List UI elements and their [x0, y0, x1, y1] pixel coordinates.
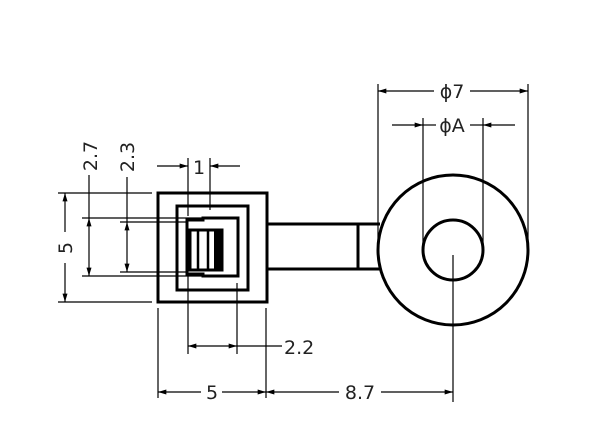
inner-housing: [175, 204, 250, 292]
dim-inner-diameter: ϕA: [392, 115, 515, 250]
dim-height-2-7: 2.7: [80, 141, 203, 277]
label-height-2-3: 2.3: [117, 142, 139, 172]
dim-width-5: 5: [157, 308, 267, 404]
dim-length-8-7: 8.7: [266, 382, 453, 404]
ring: [376, 173, 530, 402]
dim-width-1: 1: [157, 157, 240, 216]
label-length-8-7: 8.7: [345, 382, 375, 404]
dim-width-2-2: 2.2: [187, 276, 314, 359]
label-width-1: 1: [193, 157, 205, 179]
dim-height-5: 5: [55, 192, 152, 303]
label-width-2-2: 2.2: [284, 337, 314, 359]
dim-height-2-3: 2.3: [117, 142, 187, 273]
label-height-2-7: 2.7: [80, 141, 102, 171]
dim-outer-diameter: ϕ7: [377, 81, 529, 250]
label-outer-diameter: ϕ7: [440, 81, 465, 103]
label-width-5: 5: [206, 382, 218, 404]
connector-body: [156, 191, 269, 304]
pin-contact: [214, 230, 222, 270]
label-inner-diameter: ϕA: [439, 115, 465, 137]
shaft: [267, 222, 380, 271]
outer-housing: [156, 191, 269, 304]
socket-outline: [185, 216, 240, 278]
label-height-5: 5: [55, 242, 77, 254]
